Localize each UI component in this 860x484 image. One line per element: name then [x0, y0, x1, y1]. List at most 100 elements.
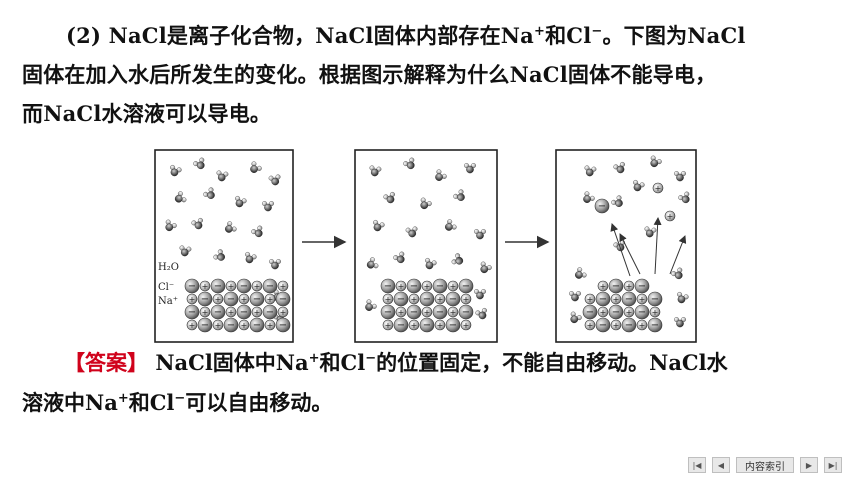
svg-text:+: +	[424, 282, 431, 291]
sodium-ion: +	[186, 293, 198, 305]
water-molecule	[216, 170, 229, 182]
next-page-icon[interactable]: ▶	[800, 457, 818, 473]
chloride-ion: −	[647, 317, 663, 333]
water-molecule	[584, 165, 597, 177]
first-page-icon[interactable]: |◀	[688, 457, 706, 473]
chloride-ion: −	[445, 291, 461, 307]
water-molecule	[575, 267, 587, 279]
water-molecule	[650, 155, 662, 168]
water-molecule	[611, 195, 623, 207]
water-molecule	[213, 249, 225, 261]
svg-text:−: −	[651, 320, 659, 331]
sodium-ion: +	[460, 319, 472, 331]
chloride-ion: −	[380, 304, 396, 320]
water-molecule	[453, 189, 465, 201]
svg-text:+: +	[667, 212, 674, 221]
sodium-ion: +	[264, 319, 276, 331]
chloride-ion: −	[419, 317, 435, 333]
svg-text:+: +	[241, 295, 248, 304]
ion-escape-arrow	[669, 235, 687, 275]
chloride-ion: −	[406, 278, 422, 294]
part-label: (2)	[66, 23, 102, 48]
chloride-ion: −	[223, 291, 239, 307]
svg-text:+: +	[202, 308, 209, 317]
sodium-ion: +	[199, 306, 211, 318]
content-index-button[interactable]: 内容索引	[736, 457, 794, 473]
prev-page-icon[interactable]: ◀	[712, 457, 730, 473]
svg-text:+: +	[189, 321, 196, 330]
water-molecule	[644, 226, 657, 238]
svg-text:+: +	[215, 295, 222, 304]
water-molecule	[170, 164, 182, 177]
water-molecule	[671, 267, 683, 280]
svg-text:−: −	[227, 320, 235, 331]
page-navigation: |◀ ◀ 内容索引 ▶ ▶|	[688, 456, 842, 474]
label-cl: Cl⁻	[158, 282, 174, 293]
sodium-ion: +	[238, 319, 250, 331]
chloride-ion: −	[262, 278, 278, 294]
chloride-ion: −	[432, 278, 448, 294]
chloride-ion: −	[249, 291, 265, 307]
svg-text:−: −	[240, 281, 248, 292]
water-molecule	[475, 307, 487, 320]
svg-text:−: −	[449, 320, 457, 331]
sodium-ion: +	[652, 182, 664, 194]
chloride-ion: −	[458, 304, 474, 320]
svg-text:+: +	[189, 295, 196, 304]
svg-text:−: −	[410, 307, 418, 318]
svg-text:+: +	[600, 308, 607, 317]
water-molecule	[174, 191, 187, 203]
chloride-ion: −	[236, 278, 252, 294]
svg-text:−: −	[423, 320, 431, 331]
svg-text:+: +	[411, 295, 418, 304]
svg-text:+: +	[437, 321, 444, 330]
svg-text:+: +	[587, 295, 594, 304]
water-molecule	[383, 191, 395, 204]
answer-line-1: 【答案】 NaCl固体中Na+和Cl−的位置固定，不能自由移动。NaCl水	[64, 350, 728, 375]
water-molecule	[405, 226, 418, 238]
chloride-ion: −	[647, 291, 663, 307]
water-molecule	[165, 219, 177, 232]
svg-text:+: +	[424, 308, 431, 317]
chloride-ion: −	[419, 291, 435, 307]
svg-text:+: +	[437, 295, 444, 304]
question-line-2: 固体在加入水后所发生的变化。根据图示解释为什么NaCl固体不能导电，	[22, 62, 717, 87]
chloride-ion: −	[197, 317, 213, 333]
question-line-1: (2) NaCl是离子化合物，NaCl固体内部存在Na+和Cl−。下图为NaCl	[66, 23, 746, 48]
svg-text:+: +	[267, 321, 274, 330]
chloride-ion: −	[184, 278, 200, 294]
water-molecule	[473, 288, 486, 300]
svg-text:+: +	[280, 308, 287, 317]
chloride-ion: −	[210, 304, 226, 320]
answer-tag: 【答案】	[64, 350, 148, 375]
water-molecule	[179, 245, 192, 257]
last-page-icon[interactable]: ▶|	[824, 457, 842, 473]
chloride-ion: −	[249, 317, 265, 333]
water-molecule	[480, 261, 492, 274]
water-molecule	[678, 191, 690, 204]
sodium-ion: +	[636, 293, 648, 305]
svg-text:+: +	[652, 308, 659, 317]
svg-text:−: −	[586, 307, 594, 318]
water-molecule	[673, 316, 686, 328]
chloride-ion: −	[393, 291, 409, 307]
svg-text:−: −	[625, 320, 633, 331]
svg-text:−: −	[638, 307, 646, 318]
water-molecule	[425, 257, 437, 270]
chloride-ion: −	[184, 304, 200, 320]
chloride-ion: −	[621, 291, 637, 307]
sodium-ion: +	[225, 306, 237, 318]
sodium-ion: +	[251, 280, 263, 292]
chloride-ion: −	[236, 304, 252, 320]
svg-text:−: −	[240, 307, 248, 318]
sodium-ion: +	[238, 293, 250, 305]
chloride-ion: −	[621, 317, 637, 333]
svg-text:+: +	[228, 282, 235, 291]
water-molecule	[451, 253, 464, 265]
svg-text:+: +	[398, 308, 405, 317]
water-molecule	[203, 187, 215, 199]
chloride-ion: −	[380, 278, 396, 294]
svg-text:+: +	[613, 295, 620, 304]
svg-text:+: +	[228, 308, 235, 317]
svg-text:−: −	[227, 294, 235, 305]
